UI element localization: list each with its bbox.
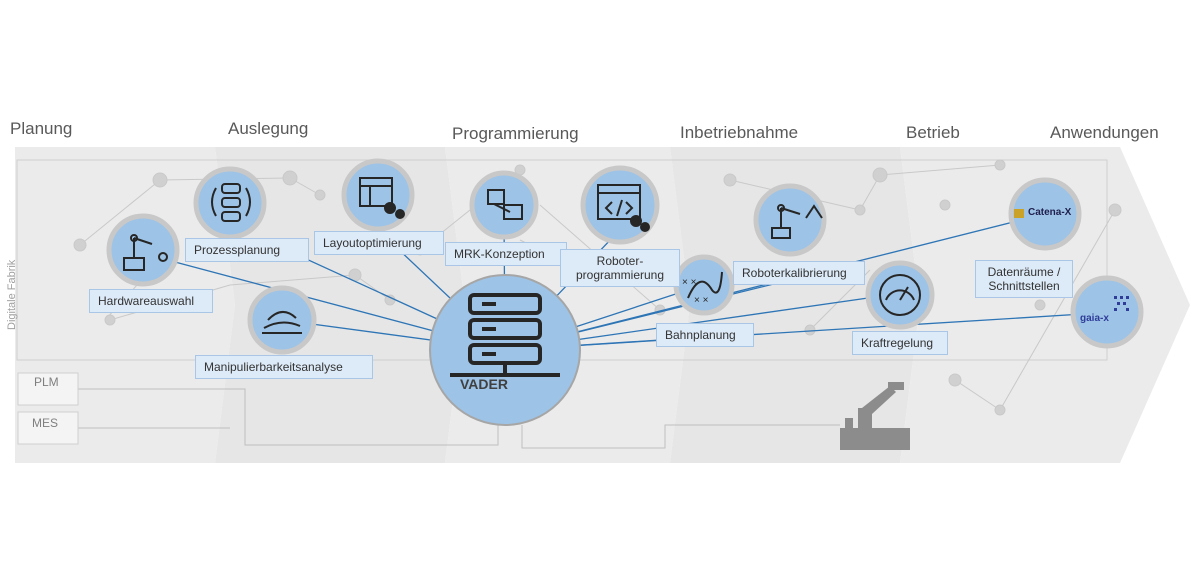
plm-label: PLM [34, 375, 59, 389]
phase-programmierung: Programmierung [452, 124, 579, 143]
phase-planung: Planung [10, 119, 73, 138]
hand-icon [262, 311, 302, 334]
robot-arm-icon [123, 234, 168, 271]
server-icon [450, 293, 560, 377]
process-icon [211, 183, 251, 222]
label-hardwareauswahl: Hardwareauswahl [89, 289, 213, 313]
label-layoutoptimierung: Layoutoptimierung [314, 231, 444, 255]
side-label: Digitale Fabrik [6, 259, 18, 330]
svg-text:× ×: × × [694, 295, 709, 306]
factory-robot-icon [840, 382, 910, 450]
robot-calibration-icon [771, 204, 823, 239]
label-roboterkalibrierung: Roboterkalibrierung [733, 261, 865, 285]
label-roboterprogrammierung-line1: Roboter- [596, 254, 644, 268]
label-datenraeume-line1: Datenräume / [987, 265, 1061, 279]
catena-x-logo [1014, 209, 1024, 218]
label-datenraeume-line2: Schnittstellen [988, 279, 1060, 293]
gauge-icon [879, 274, 921, 316]
mes-box [17, 411, 79, 445]
plm-box [17, 372, 79, 406]
code-window-icon [597, 184, 650, 232]
label-kraftregelung: Kraftregelung [852, 331, 948, 355]
gaia-x-logo [1114, 296, 1129, 311]
phase-inbetriebnahme: Inbetriebnahme [680, 123, 799, 142]
mes-label: MES [32, 416, 59, 430]
label-bahnplanung: Bahnplanung [656, 323, 754, 347]
vader-label: VADER [460, 376, 508, 392]
phase-betrieb: Betrieb [906, 123, 960, 142]
label-roboterprogrammierung-line2: programmierung [575, 268, 665, 282]
path-icon: × × × × [682, 271, 723, 306]
label-prozessplanung: Prozessplanung [185, 238, 309, 262]
svg-text:× ×: × × [682, 277, 697, 288]
layout-gear-icon [359, 177, 405, 219]
catena-x-text: Catena-X [1028, 207, 1072, 218]
label-roboterprogrammierung: Roboter- programmierung [560, 249, 680, 287]
handshake-robot-icon [487, 189, 523, 220]
label-mrk-konzeption: MRK-Konzeption [445, 242, 567, 266]
label-manipulierbarkeitsanalyse: Manipulierbarkeitsanalyse [195, 355, 373, 379]
phase-anwendungen: Anwendungen [1050, 123, 1159, 142]
system-connectors [78, 388, 840, 449]
gaia-x-text: gaia-x [1080, 313, 1109, 324]
label-datenraeume: Datenräume / Schnittstellen [975, 260, 1073, 298]
phase-auslegung: Auslegung [228, 119, 309, 138]
